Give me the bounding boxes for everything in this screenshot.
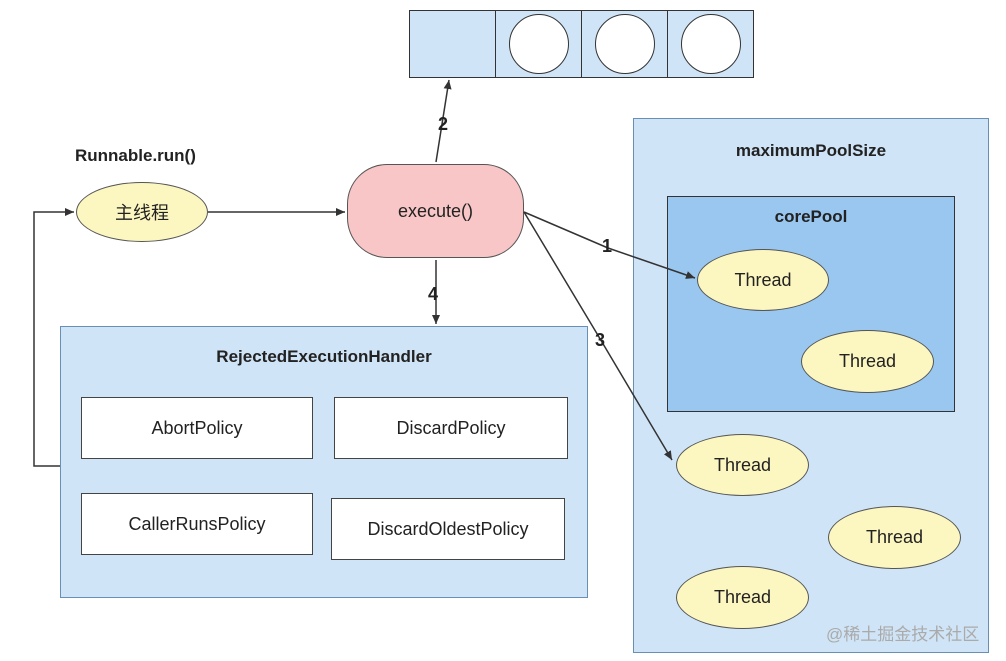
- thread-node: Thread: [801, 330, 934, 393]
- policy-discard-oldest: DiscardOldestPolicy: [331, 498, 565, 560]
- main-thread-node: 主线程: [76, 182, 208, 242]
- task-queue: [409, 10, 754, 78]
- thread-node: Thread: [676, 434, 809, 496]
- policy-abort: AbortPolicy: [81, 397, 313, 459]
- edge-execute-to-core: [523, 211, 696, 279]
- queue-slot: [495, 11, 581, 77]
- handler-title: RejectedExecutionHandler: [216, 347, 432, 366]
- edge-handler-to-main: [33, 208, 74, 467]
- edge-label-3: 3: [595, 330, 606, 350]
- execute-node: execute(): [347, 164, 524, 258]
- queued-task-icon: [508, 14, 569, 74]
- edge-label-2: 2: [438, 114, 449, 134]
- edge-execute-to-queue: [435, 79, 452, 163]
- queued-task-icon: [680, 14, 741, 74]
- runnable-run-label: Runnable.run(): [75, 146, 196, 165]
- edge-execute-to-max: [523, 211, 673, 461]
- queue-slot: [667, 11, 753, 77]
- queued-task-icon: [594, 14, 655, 74]
- edge-label-4: 4: [428, 284, 439, 304]
- maximum-pool-title: maximumPoolSize: [735, 141, 887, 160]
- queue-slot: [581, 11, 667, 77]
- thread-node: Thread: [828, 506, 961, 569]
- policy-discard: DiscardPolicy: [334, 397, 568, 459]
- watermark: @稀土掘金技术社区: [826, 625, 980, 644]
- thread-node: Thread: [676, 566, 809, 629]
- edge-label-1: 1: [602, 236, 613, 256]
- policy-caller-runs: CallerRunsPolicy: [81, 493, 313, 555]
- core-pool-title: corePool: [774, 207, 848, 226]
- thread-node: Thread: [697, 249, 829, 311]
